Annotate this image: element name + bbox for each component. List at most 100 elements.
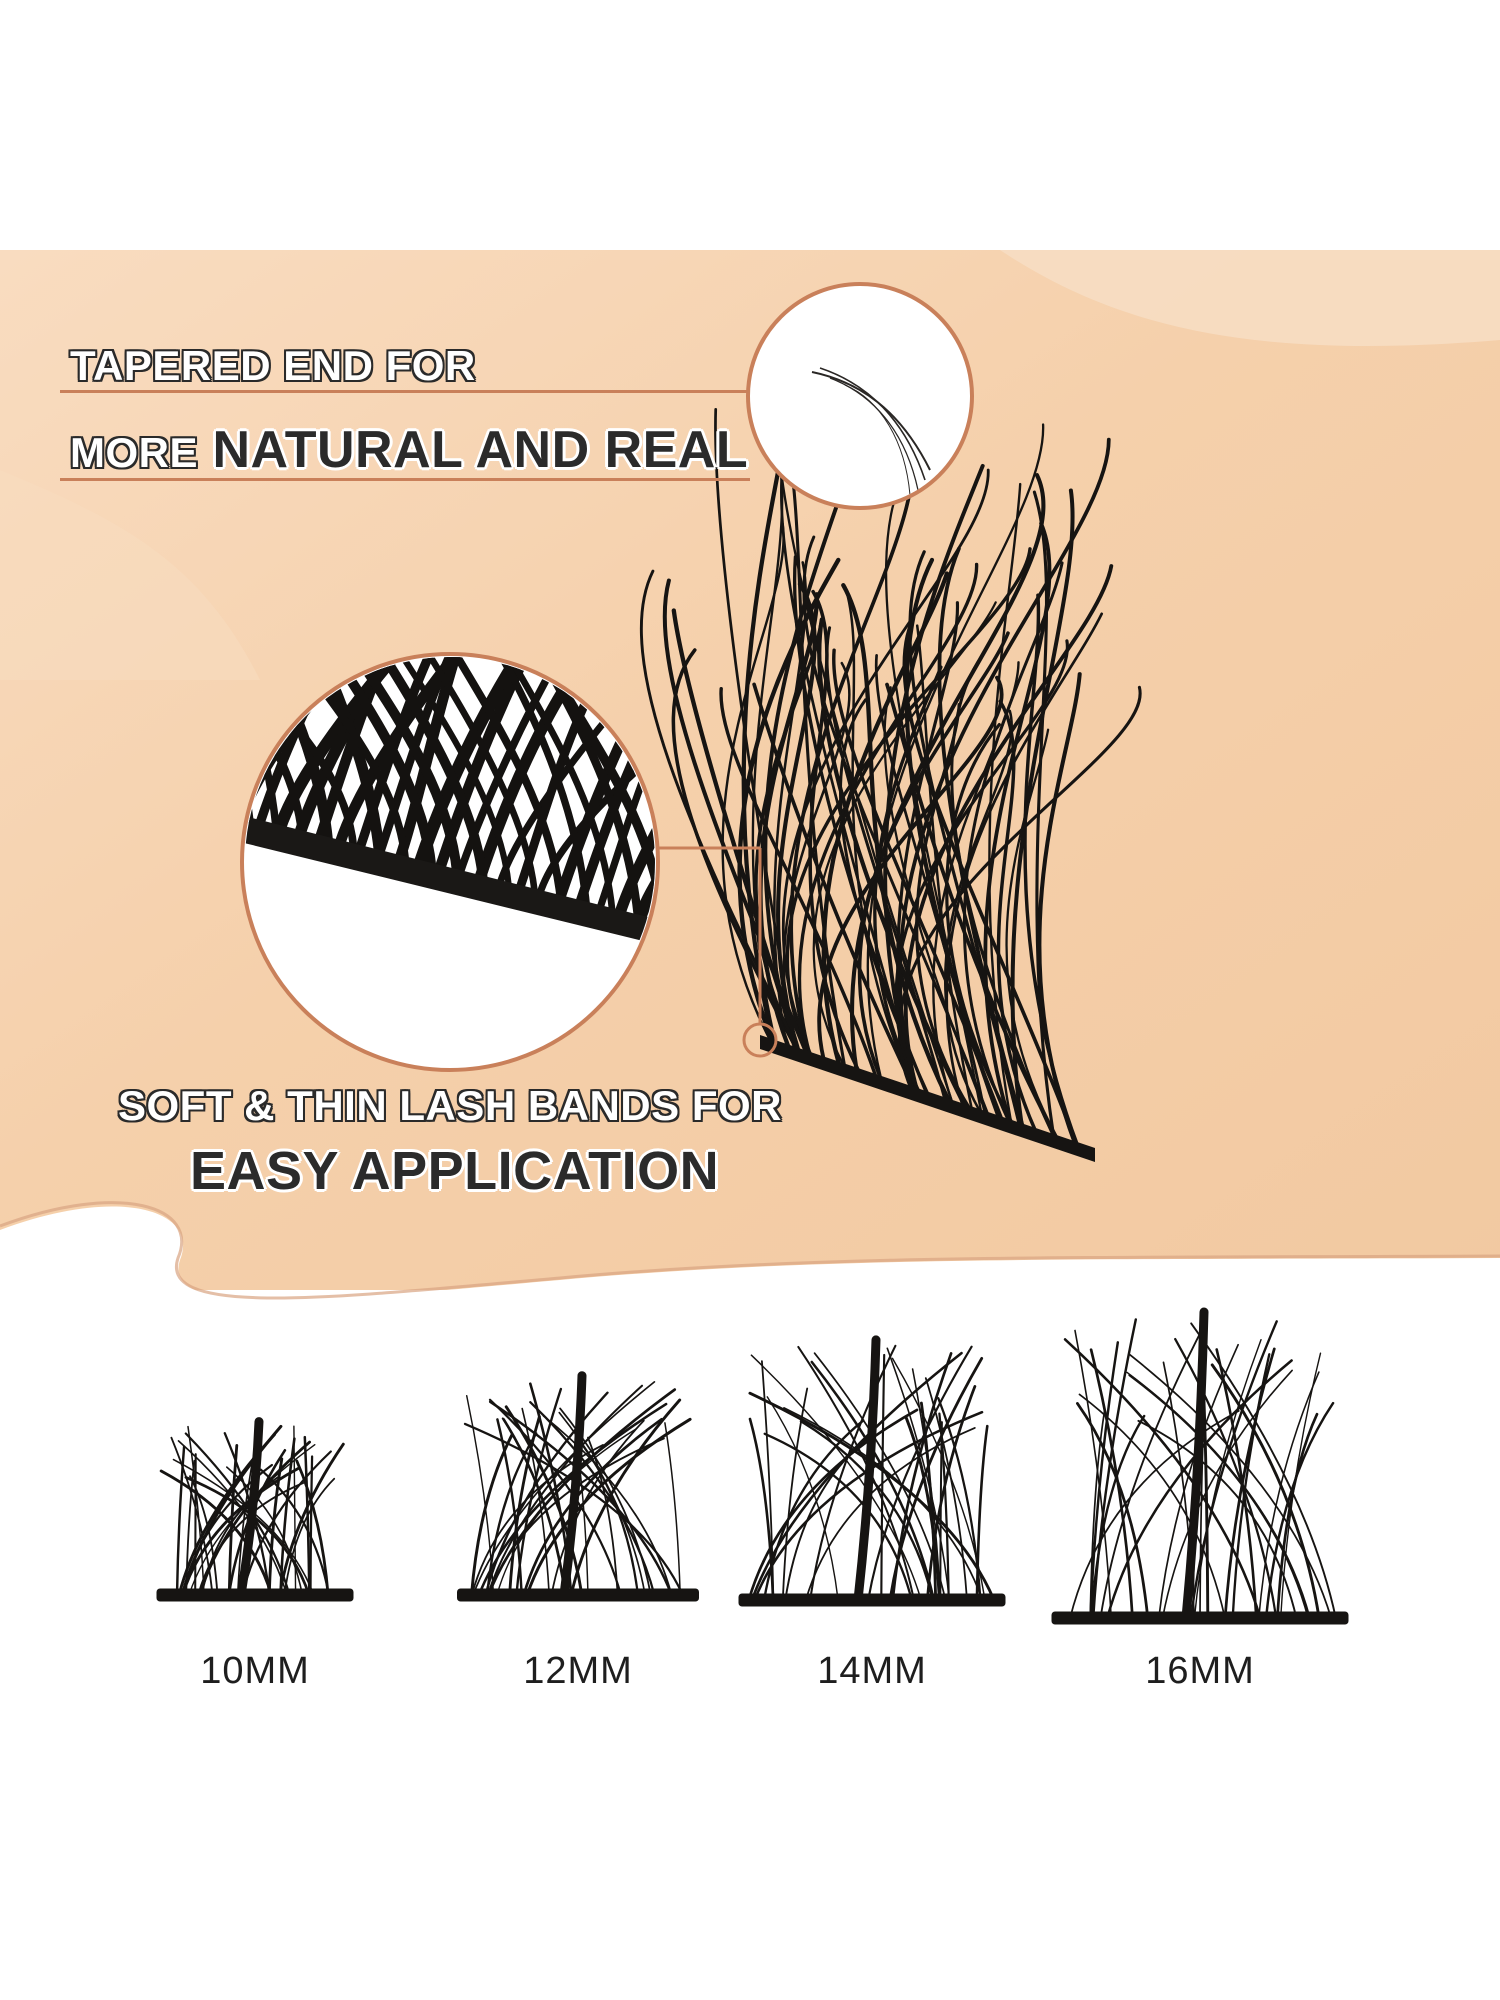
lash-strand <box>902 619 1079 1148</box>
lash-strand <box>721 522 785 1042</box>
lash-strand <box>172 1458 315 1596</box>
lash-strand <box>289 657 437 872</box>
lash-strand <box>267 1457 284 1597</box>
lash-strand <box>508 1415 541 1597</box>
lash-strand <box>1099 1319 1208 1619</box>
size-label-12mm: 12MM <box>523 1650 633 1692</box>
lash-strand <box>988 482 1022 1125</box>
lash-strand <box>753 1410 984 1602</box>
tapered-natural-real: NATURAL AND REAL <box>212 421 749 479</box>
lash-strand <box>640 569 801 1052</box>
lash-strand <box>664 1422 681 1596</box>
lash-strand <box>719 686 878 1079</box>
lash-strand <box>338 657 488 885</box>
lash-strand <box>766 1396 839 1601</box>
lash-strand <box>662 578 809 1055</box>
lash-strand <box>245 657 306 838</box>
lash-strand <box>750 1354 922 1601</box>
lash-sample-band <box>1051 1611 1349 1625</box>
lash-strand <box>463 1422 684 1597</box>
lash-strand <box>950 659 1056 1140</box>
lash-strand <box>886 1347 951 1601</box>
lash-strand <box>559 1371 587 1600</box>
lash-strand <box>596 657 655 912</box>
lash-strand <box>779 465 954 1104</box>
lash-strand <box>813 1352 947 1601</box>
lash-strand <box>866 423 1045 1080</box>
lash-sample-band <box>156 1588 354 1602</box>
lash-strand <box>295 1459 330 1597</box>
lash-strand <box>812 601 997 1067</box>
lash-strand <box>1089 1341 1120 1620</box>
lash-strand <box>1193 1338 1262 1619</box>
lash-strand <box>924 1377 968 1601</box>
lash-strand <box>187 1425 205 1596</box>
lash-strand <box>903 564 1114 1093</box>
tapered-underline-2 <box>60 478 750 481</box>
lash-strand <box>1074 1329 1113 1619</box>
lash-strand <box>614 657 655 919</box>
lash-sample-band <box>457 1588 699 1602</box>
lash-strand <box>472 1381 656 1596</box>
tapered-underline <box>60 390 750 393</box>
lash-strand <box>175 1445 186 1597</box>
lash-strand <box>550 1419 645 1596</box>
lash-strand <box>515 657 647 893</box>
lash-strand <box>488 1400 673 1597</box>
lash-strand <box>1063 1338 1262 1620</box>
lash-strand <box>939 1421 943 1602</box>
lash-strand <box>897 685 1142 1090</box>
lash-strand <box>496 1418 523 1597</box>
lash-strand <box>1129 1353 1332 1619</box>
lash-strand <box>587 1436 619 1596</box>
lash-strand <box>983 521 1052 1125</box>
lash-strand <box>751 440 784 1043</box>
lash-strand <box>782 468 990 1056</box>
lash-strand <box>891 1352 953 1602</box>
tapered-more: MORE <box>70 429 198 476</box>
lash-strand <box>945 723 1014 1125</box>
lash-strand <box>1106 1359 1293 1620</box>
lash-strand <box>1089 1348 1134 1620</box>
lash-strand <box>817 675 1004 1061</box>
lash-strand <box>194 1453 197 1597</box>
lash-strand <box>810 1360 935 1602</box>
lash-strand <box>509 658 616 916</box>
lash-strand <box>808 589 861 1073</box>
lash-strand <box>236 1417 264 1600</box>
lash-sample <box>1051 1307 1349 1625</box>
lash-strand <box>1210 1363 1321 1620</box>
background-swoosh <box>1000 250 1500 346</box>
lash-strand <box>853 1335 881 1605</box>
lash-strand <box>521 1407 551 1596</box>
lash-strand <box>477 1402 668 1597</box>
lash-strand <box>748 1417 775 1602</box>
lash-strand <box>394 657 526 864</box>
lash-cluster-large <box>640 408 1142 1162</box>
lash-strand <box>841 583 952 1104</box>
lash-strand <box>542 1415 673 1596</box>
lash-strand <box>552 674 655 931</box>
lash-strand <box>197 1482 305 1596</box>
connector-dot <box>742 1022 778 1058</box>
lash-strand <box>908 550 1022 1128</box>
wave-edge <box>0 1201 1500 1300</box>
lash-strand <box>490 657 591 910</box>
lash-strand <box>867 1345 973 1602</box>
lash-strand <box>1202 1400 1210 1620</box>
lash-strand <box>439 657 565 904</box>
lash-strand <box>802 535 990 1117</box>
lash-strand <box>747 1408 919 1602</box>
bands-subheading: EASY APPLICATION <box>190 1141 720 1201</box>
lash-strand <box>334 657 548 849</box>
lash-sample-band <box>738 1593 1006 1607</box>
lash-strand <box>1276 1412 1319 1620</box>
lash-strand <box>226 1466 304 1596</box>
lash-strand <box>781 1387 809 1601</box>
bands-heading: SOFT & THIN LASH BANDS FOR <box>118 1082 782 1129</box>
lash-strand <box>327 657 463 878</box>
lash-strand <box>1137 1419 1298 1619</box>
lash-strand <box>880 1353 886 1602</box>
size-label-16mm: 16MM <box>1145 1650 1255 1692</box>
lash-strand <box>762 1419 865 1602</box>
